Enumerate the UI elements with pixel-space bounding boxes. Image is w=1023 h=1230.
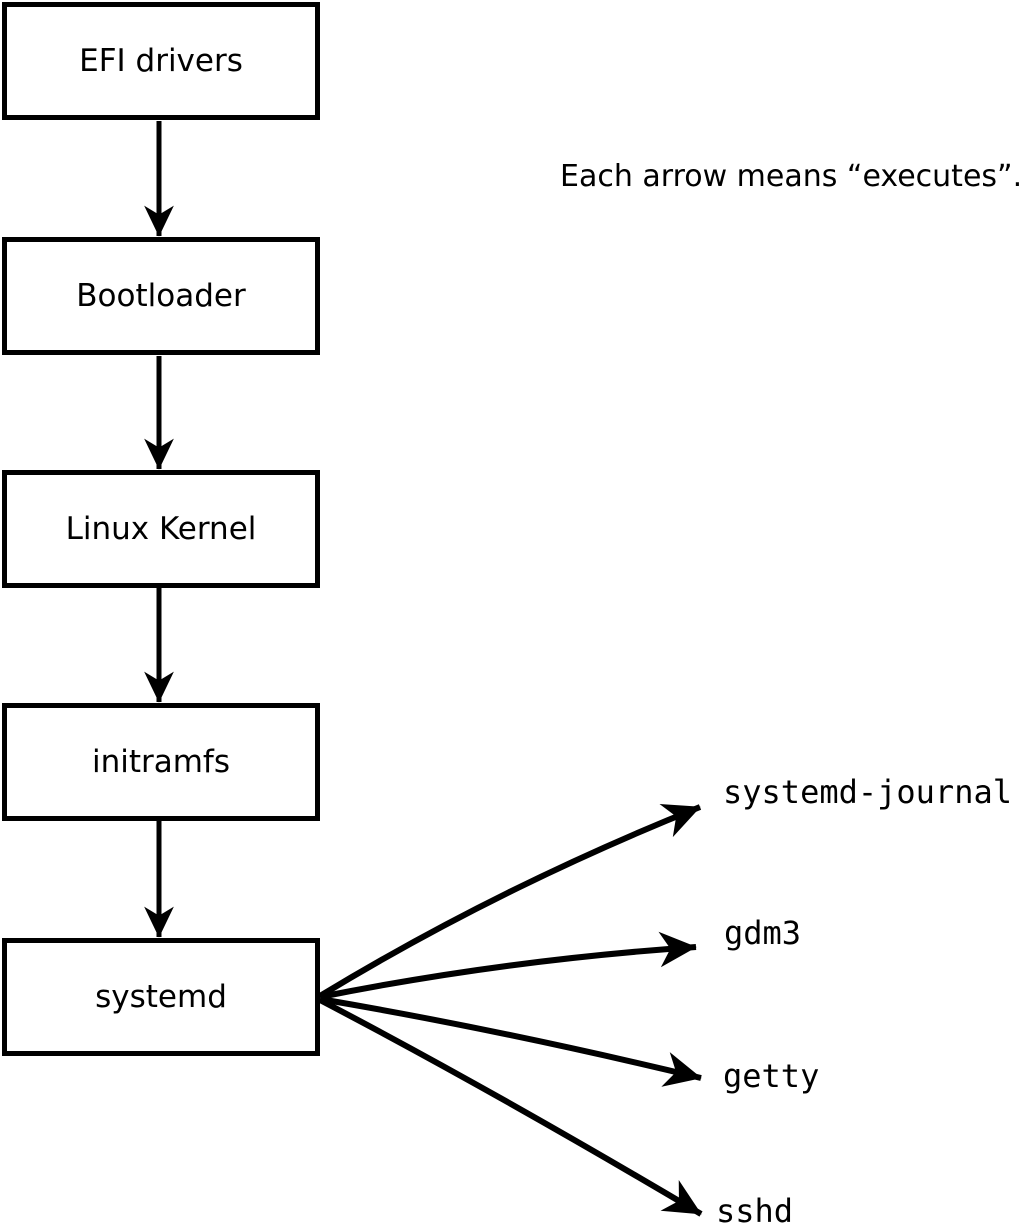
label-gdm3: gdm3 [724, 914, 802, 952]
label-systemd-journal: systemd-journal [723, 773, 1012, 811]
arrow-systemd-to-gdm3 [319, 931, 697, 1000]
legend-note: Each arrow means “executes”. [560, 159, 1023, 194]
label-getty: getty [723, 1057, 820, 1095]
box-bootloader-label: Bootloader [76, 277, 246, 314]
box-efi-drivers-label: EFI drivers [79, 42, 243, 79]
arrow-systemd-to-sshd [318, 997, 703, 1217]
label-sshd: sshd [716, 1192, 794, 1230]
box-efi-drivers: EFI drivers [2, 2, 320, 120]
box-bootloader: Bootloader [2, 237, 320, 355]
box-initramfs: initramfs [2, 703, 320, 821]
arrow-systemd-to-journal [318, 803, 702, 999]
box-linux-kernel-label: Linux Kernel [65, 510, 257, 547]
arrow-systemd-to-getty [319, 996, 702, 1087]
box-systemd-label: systemd [95, 978, 227, 1015]
box-initramfs-label: initramfs [91, 743, 231, 780]
box-linux-kernel: Linux Kernel [2, 470, 320, 588]
box-systemd: systemd [2, 938, 320, 1056]
